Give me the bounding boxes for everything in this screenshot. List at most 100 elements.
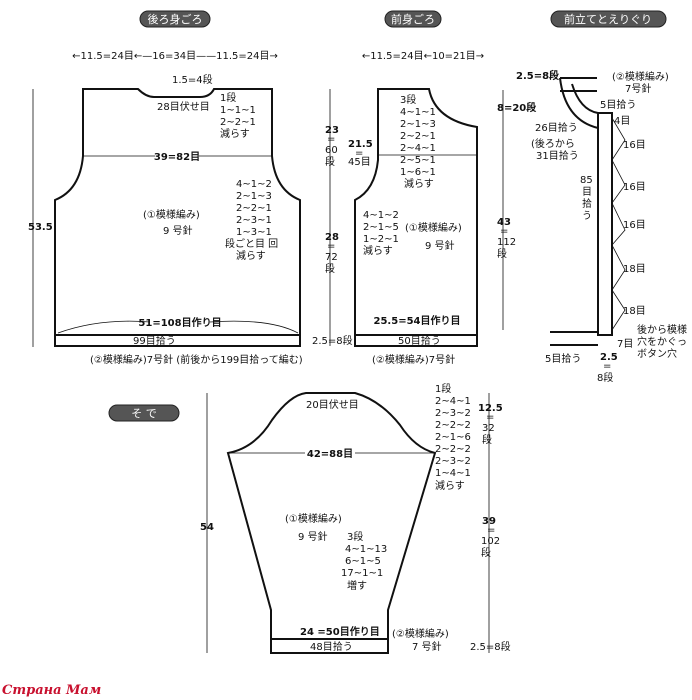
svg-text:112: 112 bbox=[497, 237, 516, 248]
svg-text:3段: 3段 bbox=[347, 530, 363, 543]
back-pattern: (①模様編み) bbox=[143, 208, 200, 221]
svg-text:2~1~3: 2~1~3 bbox=[236, 191, 272, 202]
front-pattern: (①模様編み) bbox=[405, 221, 462, 234]
svg-text:段: 段 bbox=[325, 155, 335, 168]
svg-text:2~3~1: 2~3~1 bbox=[236, 215, 272, 226]
svg-text:目: 目 bbox=[582, 187, 592, 198]
svg-text:減らす: 減らす bbox=[220, 127, 250, 140]
front-chest: 21.5 = 45目 bbox=[348, 139, 373, 168]
svg-text:21.5: 21.5 bbox=[348, 139, 373, 150]
front-title-badge bbox=[384, 10, 442, 28]
sleeve-body-height: 39 = 102 段 bbox=[481, 516, 500, 559]
sleeve-pattern: (①模様編み) bbox=[285, 512, 342, 525]
svg-text:減らす: 減らす bbox=[404, 177, 434, 190]
band-pick-back: (後ろから bbox=[531, 137, 575, 150]
svg-text:ボタン穴: ボタン穴 bbox=[637, 347, 677, 360]
svg-text:32: 32 bbox=[482, 423, 495, 434]
svg-text:=: = bbox=[603, 361, 611, 372]
svg-text:8段: 8段 bbox=[597, 371, 613, 384]
svg-text:102: 102 bbox=[481, 536, 500, 547]
svg-text:43: 43 bbox=[497, 217, 511, 228]
button-band bbox=[597, 112, 613, 336]
front-pickup: 50目拾う bbox=[398, 334, 441, 347]
svg-text:段: 段 bbox=[497, 247, 507, 260]
sleeve-cap-dec: 1段 2~4~1 2~3~2 2~2~2 2~1~6 2~2~2 2~3~2 1… bbox=[435, 382, 471, 492]
band-pick5-top: 5目拾う bbox=[600, 98, 636, 111]
band-title: 前立てとえりぐり bbox=[564, 12, 652, 26]
front-cast-on: 25.5=54目作り目 bbox=[374, 314, 461, 327]
back-height: 53.5 bbox=[28, 222, 53, 233]
back-ribbing-note: (②模様編み)7号針 (前後から199目拾って編む) bbox=[90, 353, 303, 366]
svg-text:60: 60 bbox=[325, 145, 338, 156]
band-gap4: 4目 bbox=[614, 116, 630, 127]
sleeve-title-badge bbox=[108, 404, 180, 422]
svg-text:2~2~1: 2~2~1 bbox=[236, 203, 272, 214]
svg-text:18目: 18目 bbox=[623, 306, 646, 317]
sleeve-outline bbox=[226, 392, 437, 654]
svg-text:う: う bbox=[582, 210, 592, 222]
back-armhole-dec: 4~1~2 2~1~3 2~2~1 2~3~1 1~3~1 段ごと目 回 減らす bbox=[225, 179, 278, 262]
svg-text:17~1~1: 17~1~1 bbox=[341, 568, 383, 579]
front-ribbing-note: (②模様編み)7号針 bbox=[372, 353, 455, 366]
svg-text:39: 39 bbox=[482, 516, 496, 527]
sleeve-title: そ で bbox=[131, 407, 157, 420]
svg-text:=: = bbox=[500, 226, 508, 237]
watermark: Страна Мам bbox=[2, 683, 101, 698]
sleeve-inc: 3段 4~1~13 6~1~5 17~1~1 増す bbox=[341, 530, 387, 592]
svg-text:7 号針: 7 号針 bbox=[412, 640, 442, 653]
band-piece: 前立てとえりぐり 2.5=8段 (②模様編み) 7号針 8=20段 5目拾う 4… bbox=[497, 10, 687, 384]
svg-text:増す: 増す bbox=[347, 579, 367, 592]
front-title: 前身ごろ bbox=[391, 12, 435, 26]
svg-text:穴をかぐっ: 穴をかぐっ bbox=[637, 335, 687, 348]
band-pick5-bottom: 5目拾う bbox=[545, 352, 581, 365]
svg-text:28: 28 bbox=[325, 232, 339, 243]
svg-text:1~6~1: 1~6~1 bbox=[400, 167, 436, 178]
svg-text:6~1~5: 6~1~5 bbox=[345, 556, 381, 567]
front-piece: 前身ごろ ←11.5=24目←10=21目→ 23 = 60 段 28 = 72… bbox=[312, 10, 484, 366]
svg-text:85: 85 bbox=[580, 175, 593, 186]
svg-text:段ごと目 回: 段ごと目 回 bbox=[225, 237, 278, 250]
back-chest: 39=82目 bbox=[154, 151, 200, 163]
band-gap7: 7目 bbox=[617, 339, 633, 350]
band-pick85: 85 目 拾 う bbox=[580, 175, 593, 222]
svg-text:1~2~1: 1~2~1 bbox=[363, 234, 399, 245]
back-cast-on: 51=108目作り目 bbox=[138, 316, 221, 329]
sleeve-needle: 9 号針 bbox=[298, 530, 328, 543]
svg-text:4~1~13: 4~1~13 bbox=[345, 544, 387, 555]
svg-text:16目: 16目 bbox=[623, 140, 646, 151]
front-outline bbox=[354, 88, 478, 347]
svg-text:3段: 3段 bbox=[400, 93, 416, 106]
back-needle: 9 号針 bbox=[163, 224, 193, 237]
band-width: 2.5 = 8段 bbox=[597, 352, 618, 384]
svg-text:1~1~1: 1~1~1 bbox=[220, 105, 256, 116]
svg-text:2~3~2: 2~3~2 bbox=[435, 408, 471, 419]
band-title-badge bbox=[550, 10, 667, 28]
front-upper-height: 23 = 60 段 bbox=[325, 125, 339, 168]
band-collar-h: 2.5=8段 bbox=[516, 69, 559, 82]
svg-text:減らす: 減らす bbox=[435, 479, 465, 492]
back-title-badge bbox=[139, 10, 211, 28]
svg-text:31目拾う: 31目拾う bbox=[536, 149, 579, 162]
back-title: 後ろ身ごろ bbox=[148, 12, 203, 26]
front-armhole-dec: 4~1~2 2~1~5 1~2~1 減らす bbox=[363, 210, 399, 257]
svg-text:=: = bbox=[355, 148, 363, 159]
back-top-dims: ←11.5=24目←—16=34目——11.5=24目→ bbox=[72, 51, 278, 62]
back-neck-bindoff: 28目伏せ目 bbox=[157, 100, 210, 113]
front-rib-height: 2.5=8段 bbox=[312, 334, 353, 347]
sleeve-bind-off: 20目伏せ目 bbox=[306, 398, 359, 411]
svg-text:23: 23 bbox=[325, 125, 339, 136]
svg-text:2~1~3: 2~1~3 bbox=[400, 119, 436, 130]
sleeve-pickup: 48目拾う bbox=[310, 640, 353, 653]
svg-text:4~1~1: 4~1~1 bbox=[400, 107, 436, 118]
svg-text:=: = bbox=[486, 412, 494, 423]
sleeve-rib-pattern: (②模様編み) bbox=[392, 627, 449, 640]
svg-text:拾: 拾 bbox=[582, 197, 592, 210]
svg-text:4~1~2: 4~1~2 bbox=[236, 179, 272, 190]
svg-text:2~2~1: 2~2~1 bbox=[400, 131, 436, 142]
svg-text:=: = bbox=[327, 134, 335, 145]
svg-text:2~1~6: 2~1~6 bbox=[435, 432, 471, 443]
back-neck-dec: 1段 1~1~1 2~2~1 減らす bbox=[220, 91, 256, 140]
sleeve-rib-height: 2.5=8段 bbox=[470, 640, 511, 653]
svg-text:4~1~2: 4~1~2 bbox=[363, 210, 399, 221]
